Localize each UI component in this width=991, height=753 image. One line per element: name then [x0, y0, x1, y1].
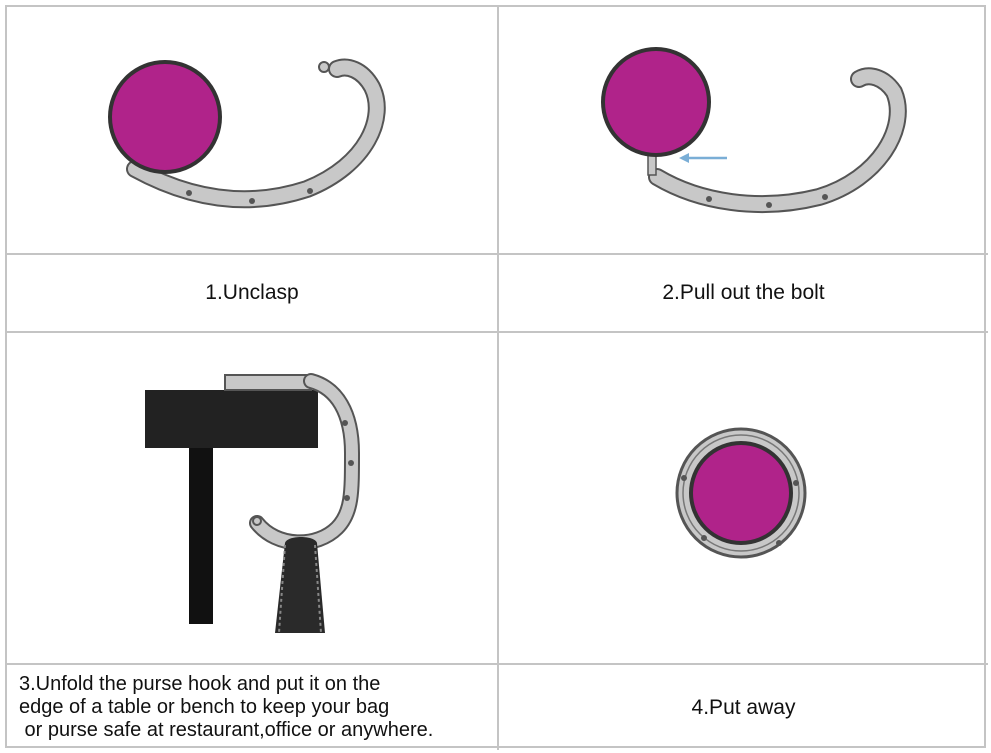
- hook-top-plate: [224, 374, 312, 391]
- step-4-illustration: [675, 427, 807, 559]
- step-3-caption: 3.Unfold the purse hook and put it on th…: [7, 665, 499, 750]
- step-3-caption-line-2: edge of a table or bench to keep your ba…: [19, 696, 390, 718]
- step-1-illustration: [108, 58, 386, 209]
- table: [145, 390, 318, 624]
- bag-handle: [275, 537, 325, 634]
- step-3-image-cell: [7, 333, 499, 665]
- step-2-image-cell: [499, 7, 988, 255]
- unclasped-hook-chain: [126, 58, 386, 209]
- magenta-disc: [689, 441, 793, 545]
- step-3-caption-line-3: or purse safe at restaurant,office or an…: [19, 719, 434, 741]
- instruction-grid: 1.Unclasp 2.Pull out the bolt: [5, 5, 988, 750]
- step-1-image-cell: [7, 7, 499, 255]
- arrow-icon: [679, 153, 727, 163]
- unclasped-hook-chain: [648, 67, 907, 213]
- magenta-disc: [601, 47, 711, 157]
- step-3-caption-line-1: 3.Unfold the purse hook and put it on th…: [19, 673, 381, 695]
- step-2-caption: 2.Pull out the bolt: [499, 255, 988, 333]
- step-2-illustration: [601, 47, 907, 213]
- magenta-disc: [108, 60, 222, 174]
- step-1-caption: 1.Unclasp: [7, 255, 499, 333]
- step-4-caption: 4.Put away: [691, 695, 796, 719]
- step-4-image-cell: [499, 333, 988, 665]
- step-3-illustration: [145, 373, 361, 634]
